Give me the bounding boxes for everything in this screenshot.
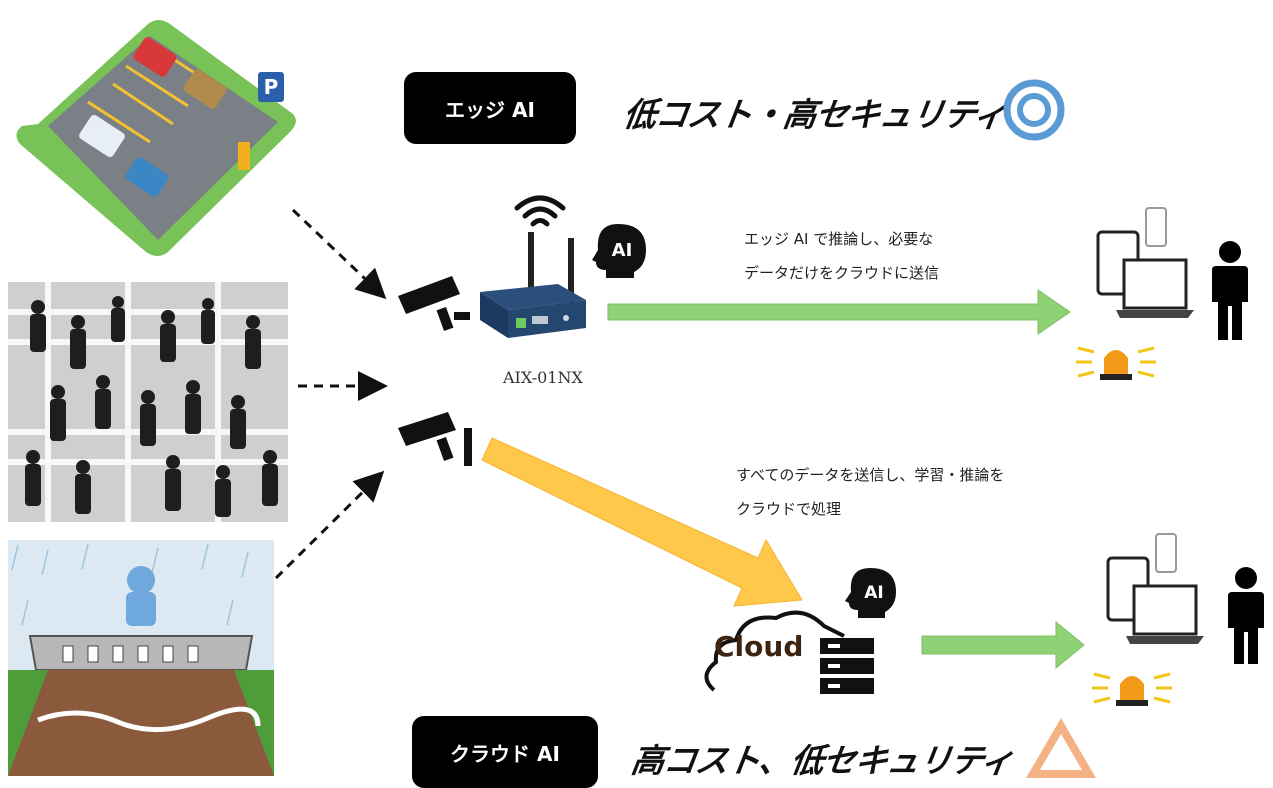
camera-icon-top bbox=[396, 268, 476, 336]
parking-lot-illustration: P bbox=[8, 14, 300, 260]
edge-receiver-devices bbox=[1088, 206, 1198, 336]
cloud-green-arrow bbox=[920, 620, 1086, 670]
edge-green-arrow bbox=[606, 288, 1072, 336]
wifi-icon bbox=[513, 192, 567, 234]
cloud-receiver-devices bbox=[1098, 532, 1208, 662]
cloud-ai-head-icon: AI bbox=[842, 566, 900, 620]
edge-ai-badge-text: AI bbox=[612, 240, 633, 261]
edge-ai-label-box: エッジ AI bbox=[404, 72, 576, 144]
double-circle-icon bbox=[1003, 79, 1065, 141]
edge-ai-label: エッジ AI bbox=[445, 97, 535, 122]
cloud-caption-line2: クラウドで処理 bbox=[736, 500, 842, 518]
edge-device-illustration bbox=[468, 228, 592, 344]
cloud-ai-tagline: 高コスト、低セキュリティ bbox=[628, 741, 1016, 780]
river-flood-illustration bbox=[8, 540, 274, 776]
edge-alarm-light-icon bbox=[1074, 338, 1158, 380]
cloud-yellow-arrow bbox=[480, 430, 810, 610]
cloud-caption-line1: すべてのデータを送信し、学習・推論を bbox=[736, 466, 1005, 484]
cloud-ai-label: クラウド AI bbox=[450, 741, 560, 766]
crowd-illustration bbox=[8, 282, 288, 522]
edge-person-icon bbox=[1210, 240, 1250, 342]
cloud-server-illustration bbox=[704, 606, 884, 702]
edge-caption: エッジ AI で推論し、必要な データだけをクラウドに送信 bbox=[744, 222, 939, 290]
edge-caption-line2: データだけをクラウドに送信 bbox=[744, 264, 940, 282]
triangle-icon bbox=[1026, 718, 1096, 778]
cloud-person-icon bbox=[1226, 566, 1266, 666]
svg-text:P: P bbox=[264, 75, 279, 99]
cloud-alarm-light-icon bbox=[1090, 664, 1174, 706]
cloud-text-label: Cloud bbox=[714, 630, 804, 663]
edge-caption-line1: エッジ AI で推論し、必要な bbox=[744, 230, 934, 248]
device-model-label: AIX-01NX bbox=[503, 368, 583, 387]
cloud-caption: すべてのデータを送信し、学習・推論を クラウドで処理 bbox=[736, 458, 1004, 526]
edge-ai-head-icon: AI bbox=[588, 222, 650, 280]
edge-ai-tagline: 低コスト・高セキュリティ bbox=[620, 95, 1009, 134]
cloud-ai-label-box: クラウド AI bbox=[412, 716, 598, 788]
cloud-ai-badge-text: AI bbox=[864, 583, 883, 603]
camera-icon-bottom bbox=[396, 404, 476, 470]
